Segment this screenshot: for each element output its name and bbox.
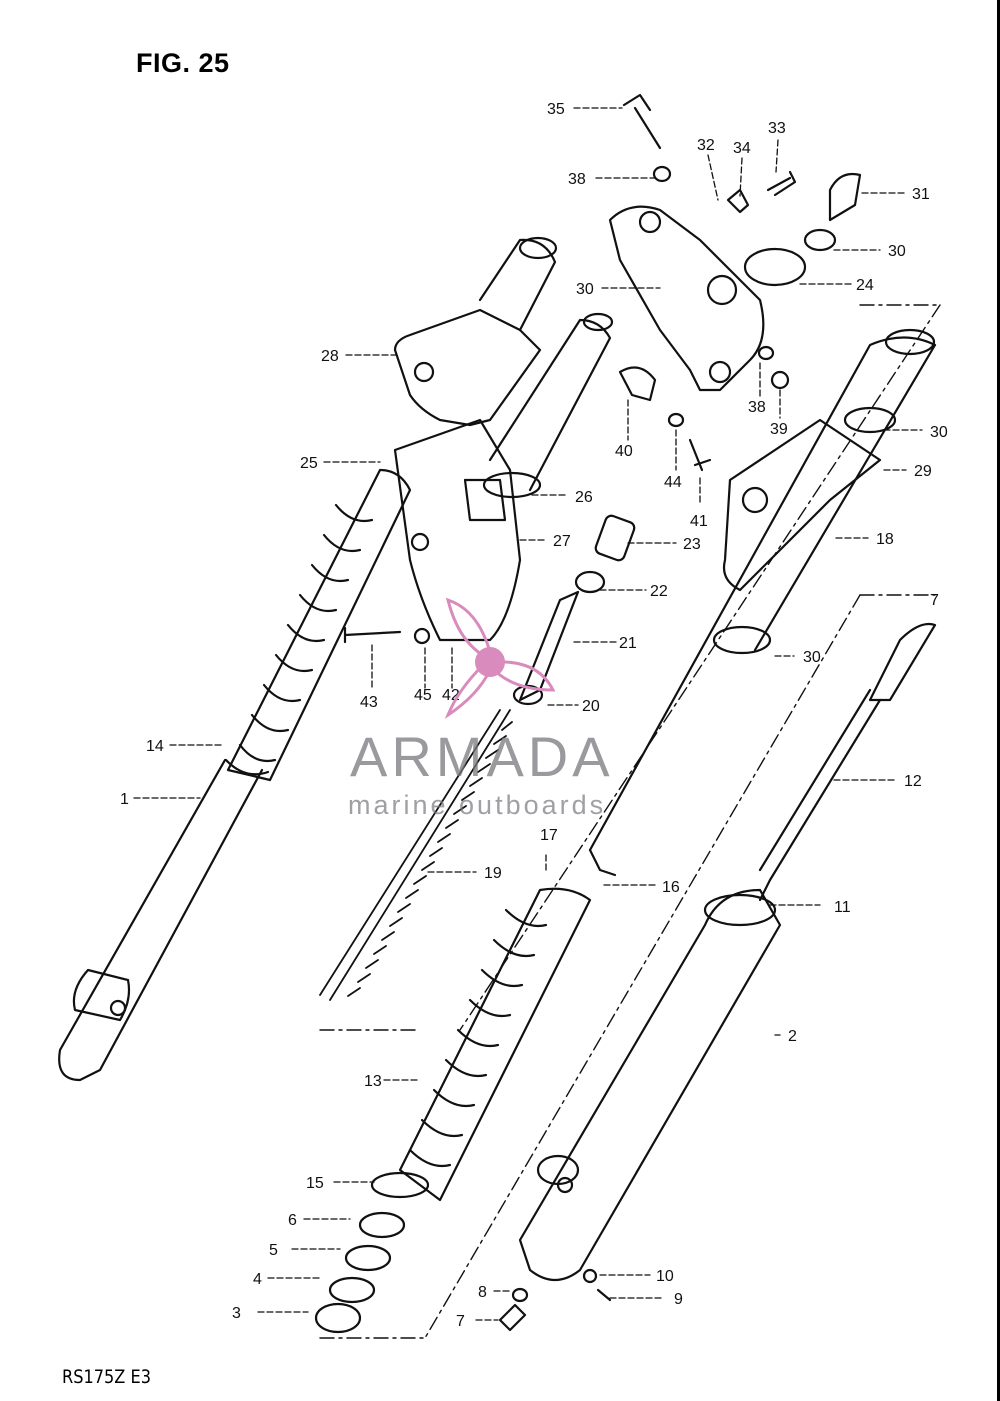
propeller-logo-icon	[444, 597, 556, 719]
callout-45: 45	[414, 687, 432, 704]
right-outer-tube	[518, 888, 782, 1282]
bolt-41	[688, 438, 712, 472]
callout-30-top: 30	[930, 424, 948, 441]
left-outer-tube	[58, 758, 264, 1082]
callout-40: 40	[615, 443, 633, 460]
callout-42: 44	[664, 474, 682, 491]
fork-spring-center	[319, 709, 513, 1001]
callout-37: 35	[547, 101, 565, 118]
bolt-7	[498, 1303, 527, 1332]
callout-25: 25	[300, 455, 318, 472]
callout-31: 31	[912, 186, 930, 203]
callout-38-top: 38	[568, 171, 586, 188]
watermark-brand: ARMADA	[350, 725, 614, 788]
callout-19: 19	[484, 865, 502, 882]
model-code: RS175Z E3	[62, 1366, 151, 1388]
bolt-35	[766, 170, 797, 197]
callout-38-mid: 38	[748, 399, 766, 416]
bolt-37	[622, 93, 662, 150]
right-inner-tube	[588, 328, 937, 877]
callout-18: 18	[876, 531, 894, 548]
callout-24: 24	[856, 277, 874, 294]
callout-33: 30	[576, 281, 594, 298]
callout-29: 29	[914, 463, 932, 480]
left-fork-assembly	[58, 236, 614, 1082]
callout-6: 6	[288, 1212, 297, 1229]
damper-rod-right	[758, 698, 882, 902]
callout-32: 30	[888, 243, 906, 260]
callout-12: 12	[904, 773, 922, 790]
callout-15: 15	[306, 1175, 324, 1192]
callout-30-mid: 30	[803, 649, 821, 666]
callout-3: 3	[232, 1305, 241, 1322]
callout-36: 34	[733, 140, 751, 157]
bolt-44	[343, 626, 402, 644]
steering-stem-bracket	[393, 308, 542, 427]
callout-11: 11	[834, 899, 851, 916]
callout-14: 14	[146, 738, 164, 755]
callout-9: 9	[674, 1291, 683, 1308]
callout-35: 33	[768, 120, 786, 137]
callout-17: 17	[540, 827, 558, 844]
callout-39: 39	[770, 421, 788, 438]
callout-1: 1	[120, 791, 129, 808]
callout-13: 13	[364, 1073, 382, 1090]
center-dust-boot	[398, 887, 592, 1202]
callout-22: 22	[650, 583, 668, 600]
callout-5: 5	[269, 1242, 278, 1259]
callout-20: 20	[582, 698, 600, 715]
callout-28: 28	[321, 348, 339, 365]
callout-10: 10	[656, 1268, 674, 1285]
callout-34: 32	[697, 137, 715, 154]
bolt-31	[828, 172, 862, 222]
callout-16: 16	[662, 879, 680, 896]
bolt-9	[596, 1288, 612, 1302]
top-clamp	[608, 205, 837, 392]
callout-4: 4	[253, 1271, 262, 1288]
figure-title: FIG. 25	[136, 48, 230, 78]
top-bolt	[594, 514, 636, 562]
callout-23: 23	[683, 536, 701, 553]
right-bracket	[722, 418, 882, 592]
callout-8: 8	[478, 1284, 487, 1301]
watermark-tagline: marine outboards	[348, 790, 607, 820]
callout-41: 41	[690, 513, 708, 530]
callout-27: 27	[553, 533, 571, 550]
callout-7-bottom: 7	[456, 1313, 465, 1330]
callout-2: 2	[788, 1028, 797, 1045]
page-border	[997, 0, 1000, 1401]
callout-21: 21	[619, 635, 637, 652]
callout-44: 43	[360, 694, 378, 711]
callout-26: 26	[575, 489, 593, 506]
callout-7-top: 7	[930, 592, 939, 609]
